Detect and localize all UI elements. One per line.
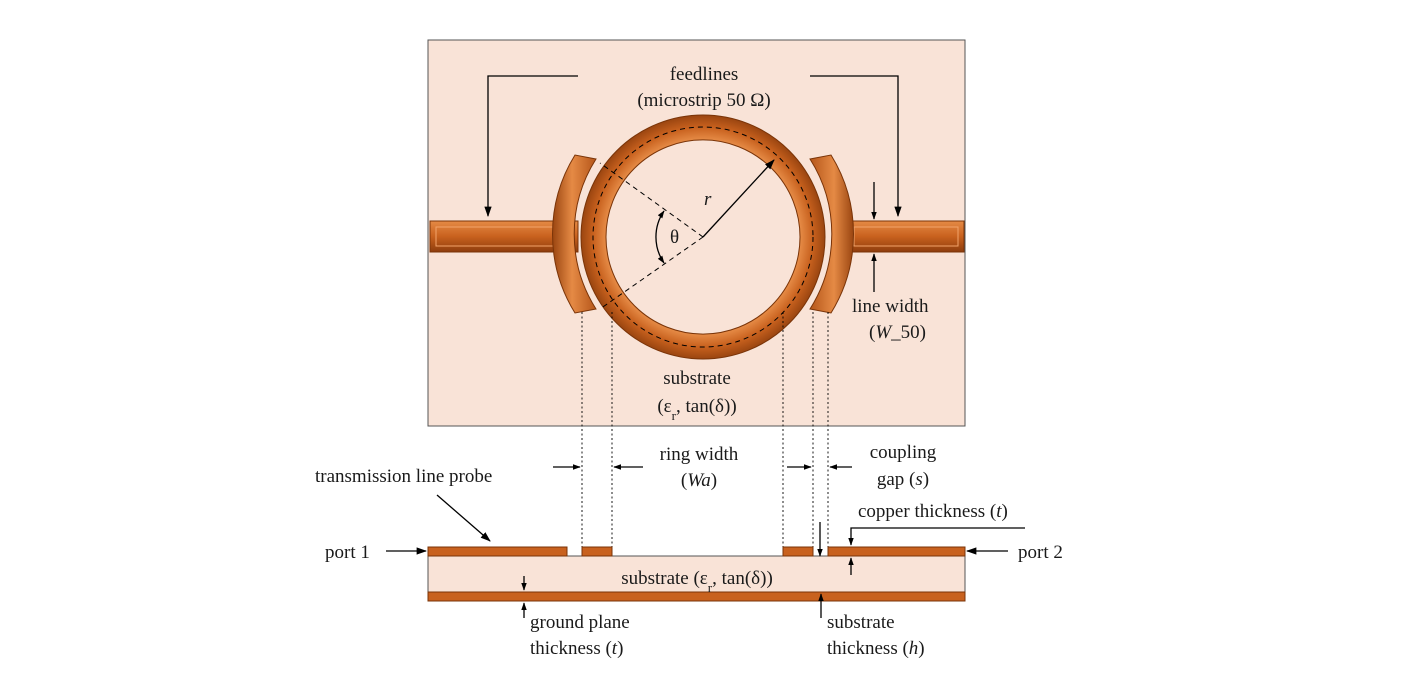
copper-thickness-label: copper thickness (t)	[858, 501, 1008, 522]
substrate-label-side: substrate (εr, tan(δ))	[621, 568, 773, 595]
feedlines-sublabel: (microstrip 50 Ω)	[637, 90, 770, 111]
side-ring-section-left	[581, 546, 613, 557]
coupling-gap-symbol: gap (s)	[877, 469, 929, 490]
ground-plane	[427, 591, 966, 602]
line-width-symbol: (W_50)	[869, 322, 926, 343]
radius-label: r	[704, 189, 712, 210]
feedlines-label: feedlines	[670, 64, 739, 85]
ground-plane-thickness-label: ground plane	[530, 612, 630, 633]
substrate-thickness-label: substrate	[827, 612, 895, 633]
port-1-label: port 1	[325, 542, 370, 563]
ring-resonator	[580, 114, 826, 360]
substrate-side-view	[427, 555, 966, 593]
ring-width-symbol: (Wa)	[681, 470, 717, 491]
angle-line-lower	[599, 236, 704, 310]
side-feedline-left	[427, 546, 568, 557]
ground-plane-thickness-symbol: thickness (t)	[530, 638, 623, 659]
radius-arrow	[702, 159, 775, 238]
transmission-line-probe-leader	[436, 494, 491, 542]
line-width-label: line width	[852, 296, 929, 317]
feedline-leader-right	[810, 75, 902, 218]
angle-line-upper	[599, 162, 704, 238]
copper-thickness-leader	[848, 527, 1025, 546]
substrate-label-top: substrate	[663, 368, 731, 389]
coupling-arc-left	[552, 154, 597, 314]
angle-arc	[655, 210, 665, 264]
angle-label: θ	[670, 227, 679, 248]
side-ring-section-right	[782, 546, 814, 557]
substrate-params-top: (εr, tan(δ))	[657, 396, 736, 423]
feedline-right	[847, 220, 965, 253]
substrate-thickness-symbol: thickness (h)	[827, 638, 925, 659]
side-feedline-right	[827, 546, 966, 557]
coupling-arc-right	[809, 154, 854, 314]
ring-width-label: ring width	[660, 444, 739, 465]
ring-mean-radius-dashed	[592, 126, 814, 348]
transmission-line-probe-label: transmission line probe	[315, 466, 492, 487]
feedline-leader-left	[484, 75, 578, 218]
coupling-gap-label: coupling	[870, 442, 937, 463]
port-2-label: port 2	[1018, 542, 1063, 563]
